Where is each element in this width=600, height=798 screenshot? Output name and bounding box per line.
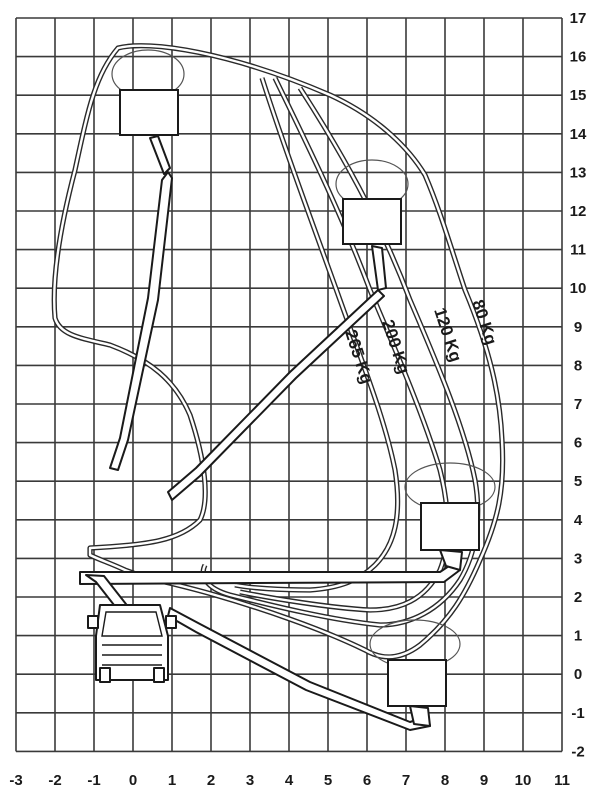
x-tick-label: 6 — [363, 772, 371, 789]
x-tick-label: 7 — [402, 772, 410, 789]
boom-position-diagonal — [167, 198, 402, 501]
y-tick-label: 0 — [574, 666, 582, 683]
boom-position-horizontal — [79, 502, 480, 585]
x-tick-label: 9 — [480, 772, 488, 789]
load-label-80kg: 80 Kg — [468, 297, 500, 347]
y-tick-label: 12 — [570, 203, 587, 220]
truck-icon — [85, 574, 177, 683]
y-tick-label: 5 — [574, 473, 582, 490]
x-tick-label: 1 — [168, 772, 176, 789]
x-tick-label: -3 — [9, 772, 22, 789]
x-tick-label: 2 — [207, 772, 215, 789]
boom-position-vertical — [109, 89, 179, 471]
y-tick-label: -1 — [571, 705, 584, 722]
y-tick-label: 10 — [570, 280, 587, 297]
grid — [15, 17, 563, 753]
y-tick-label: 3 — [574, 550, 582, 567]
y-tick-label: 16 — [570, 49, 587, 66]
y-tick-label: -2 — [571, 743, 584, 760]
x-tick-label: 8 — [441, 772, 449, 789]
envelope-80kg — [51, 43, 506, 660]
x-tick-label: 11 — [554, 772, 570, 789]
x-tick-label: 5 — [324, 772, 332, 789]
y-tick-label: 7 — [574, 396, 582, 413]
y-tick-label: 15 — [570, 87, 587, 104]
basket-icon — [387, 659, 447, 707]
envelope-265kg — [234, 77, 401, 593]
x-tick-label: 3 — [246, 772, 254, 789]
x-tick-label: -1 — [87, 772, 100, 789]
basket-icon — [420, 502, 480, 551]
x-tick-label: 0 — [129, 772, 137, 789]
y-tick-label: 8 — [574, 357, 582, 374]
y-tick-label: 13 — [570, 164, 587, 181]
y-tick-label: 4 — [574, 512, 583, 529]
y-tick-label: 2 — [574, 589, 582, 606]
y-tick-label: 6 — [574, 435, 582, 452]
y-tick-label: 9 — [574, 319, 582, 336]
x-tick-label: -2 — [48, 772, 61, 789]
load-label-265kg: 265 Kg — [341, 327, 376, 386]
basket-icon — [342, 198, 402, 245]
boom-position-low — [167, 607, 447, 731]
y-tick-label: 14 — [570, 126, 587, 143]
x-tick-label: 10 — [515, 772, 532, 789]
y-tick-label: 17 — [570, 10, 587, 27]
x-tick-label: 4 — [285, 772, 294, 789]
x-axis-ticks: -3 -2 -1 0 1 2 3 4 5 6 7 8 9 10 11 — [9, 772, 570, 789]
envelope-200kg — [239, 76, 451, 613]
y-tick-label: 11 — [570, 242, 586, 259]
basket-icon — [119, 89, 179, 136]
y-tick-label: 1 — [574, 628, 582, 645]
